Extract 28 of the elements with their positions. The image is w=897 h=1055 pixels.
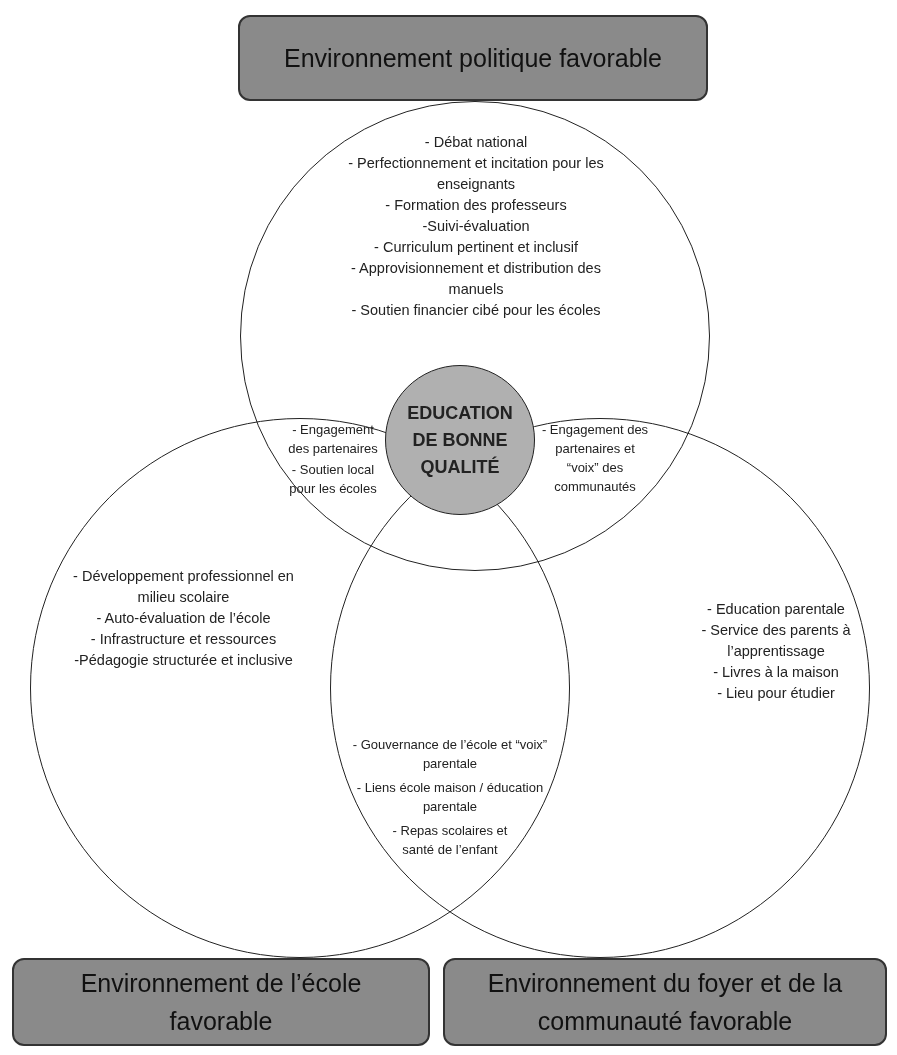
overlap-text: - Engagement des partenaires et “voix” des communautés — [540, 421, 650, 496]
center-title: EDUCATION DE BONNE QUALITÉ — [406, 401, 514, 479]
list-item: -Pédagogie structurée et inclusive — [74, 651, 293, 670]
overlap-text: - Repas scolaires et santé de l’enfant — [392, 822, 508, 859]
heading-text: Environnement de l’école favorable — [79, 968, 363, 1037]
overlap-text: - Soutien local pour les écoles — [288, 461, 378, 498]
overlap-text: - Engagement des partenaires — [287, 421, 379, 458]
list-item: -Suivi-évaluation — [422, 217, 530, 236]
list-item: - Auto-évaluation de l’école — [96, 609, 271, 628]
heading-text: Environnement du foyer et de la communauté favorable — [486, 968, 844, 1037]
list-item: - Perfectionnement et incitation pour les enseignants — [347, 154, 605, 194]
list-item: - Service des parents à l’apprentissage — [700, 621, 852, 661]
overlap-text: - Gouvernance de l’école et “voix” parentale — [351, 736, 549, 773]
list-item: - Education parentale — [707, 600, 845, 619]
list-item: - Soutien financier cibé pour les écoles — [351, 301, 601, 320]
list-item: - Infrastructure et ressources — [90, 630, 277, 649]
list-item: - Curriculum pertinent et inclusif — [374, 238, 578, 257]
heading-box — [12, 958, 430, 1046]
list-item: - Débat national — [424, 133, 528, 152]
heading-box — [443, 958, 887, 1046]
list-item: - Formation des professeurs — [385, 196, 567, 215]
heading-box — [238, 15, 708, 101]
heading-text: Environnement politique favorable — [284, 43, 662, 74]
list-item: - Livres à la maison — [713, 663, 839, 682]
list-item: - Lieu pour étudier — [717, 684, 835, 703]
overlap-text: - Liens école maison / éducation parentale — [355, 779, 545, 816]
list-item: - Approvisionnement et distribution des manuels — [350, 259, 602, 299]
list-item: - Développement professionnel en milieu scolaire — [72, 567, 295, 607]
